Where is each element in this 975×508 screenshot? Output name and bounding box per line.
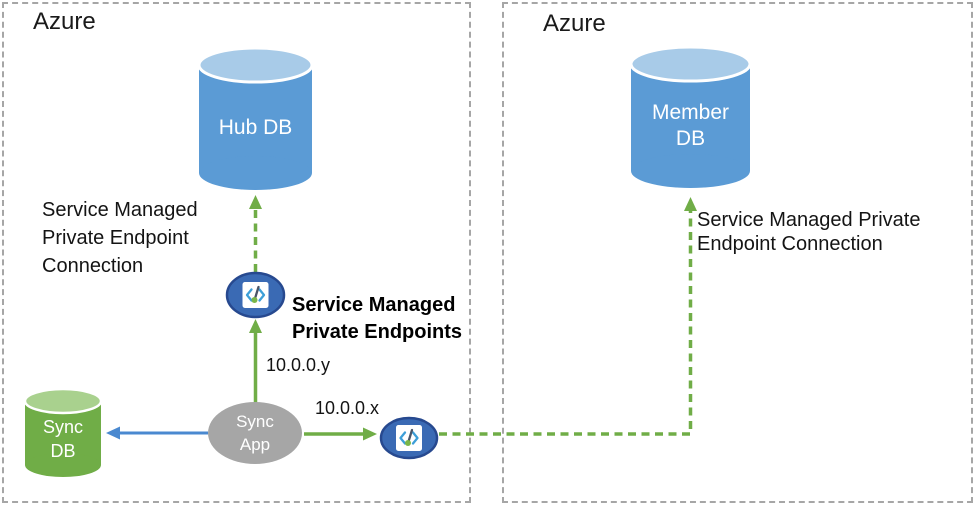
- azure-region-right-label: Azure: [543, 10, 606, 37]
- ip-address-x-label: 10.0.0.x: [315, 398, 380, 418]
- ip-address-y-label: 10.0.0.y: [266, 355, 331, 375]
- azure-region-left-label: Azure: [33, 8, 96, 35]
- sync-app-label: Sync App: [236, 412, 274, 454]
- sync-db-cylinder: [23, 387, 103, 477]
- azure-region-left: [2, 2, 471, 503]
- hub-connection-label: Service Managed Private Endpoint Connect…: [42, 199, 198, 277]
- sync-app-ellipse: [208, 402, 302, 464]
- member-db-label: Member DB: [651, 101, 730, 150]
- hub-db-cylinder: [197, 46, 314, 190]
- connector-endpoint-to-memberdb: [439, 197, 697, 436]
- hub-db-label: Hub DB: [218, 115, 293, 139]
- private-endpoint-icon: [379, 416, 439, 460]
- private-endpoints-label: Service Managed Private Endpoints: [292, 294, 463, 343]
- private-endpoint-icon: [225, 271, 286, 319]
- member-connection-label: Service Managed Private Endpoint Connect…: [697, 209, 921, 255]
- member-db-cylinder: [629, 45, 752, 188]
- sync-db-label: Sync DB: [42, 417, 84, 461]
- azure-region-right: [502, 2, 973, 503]
